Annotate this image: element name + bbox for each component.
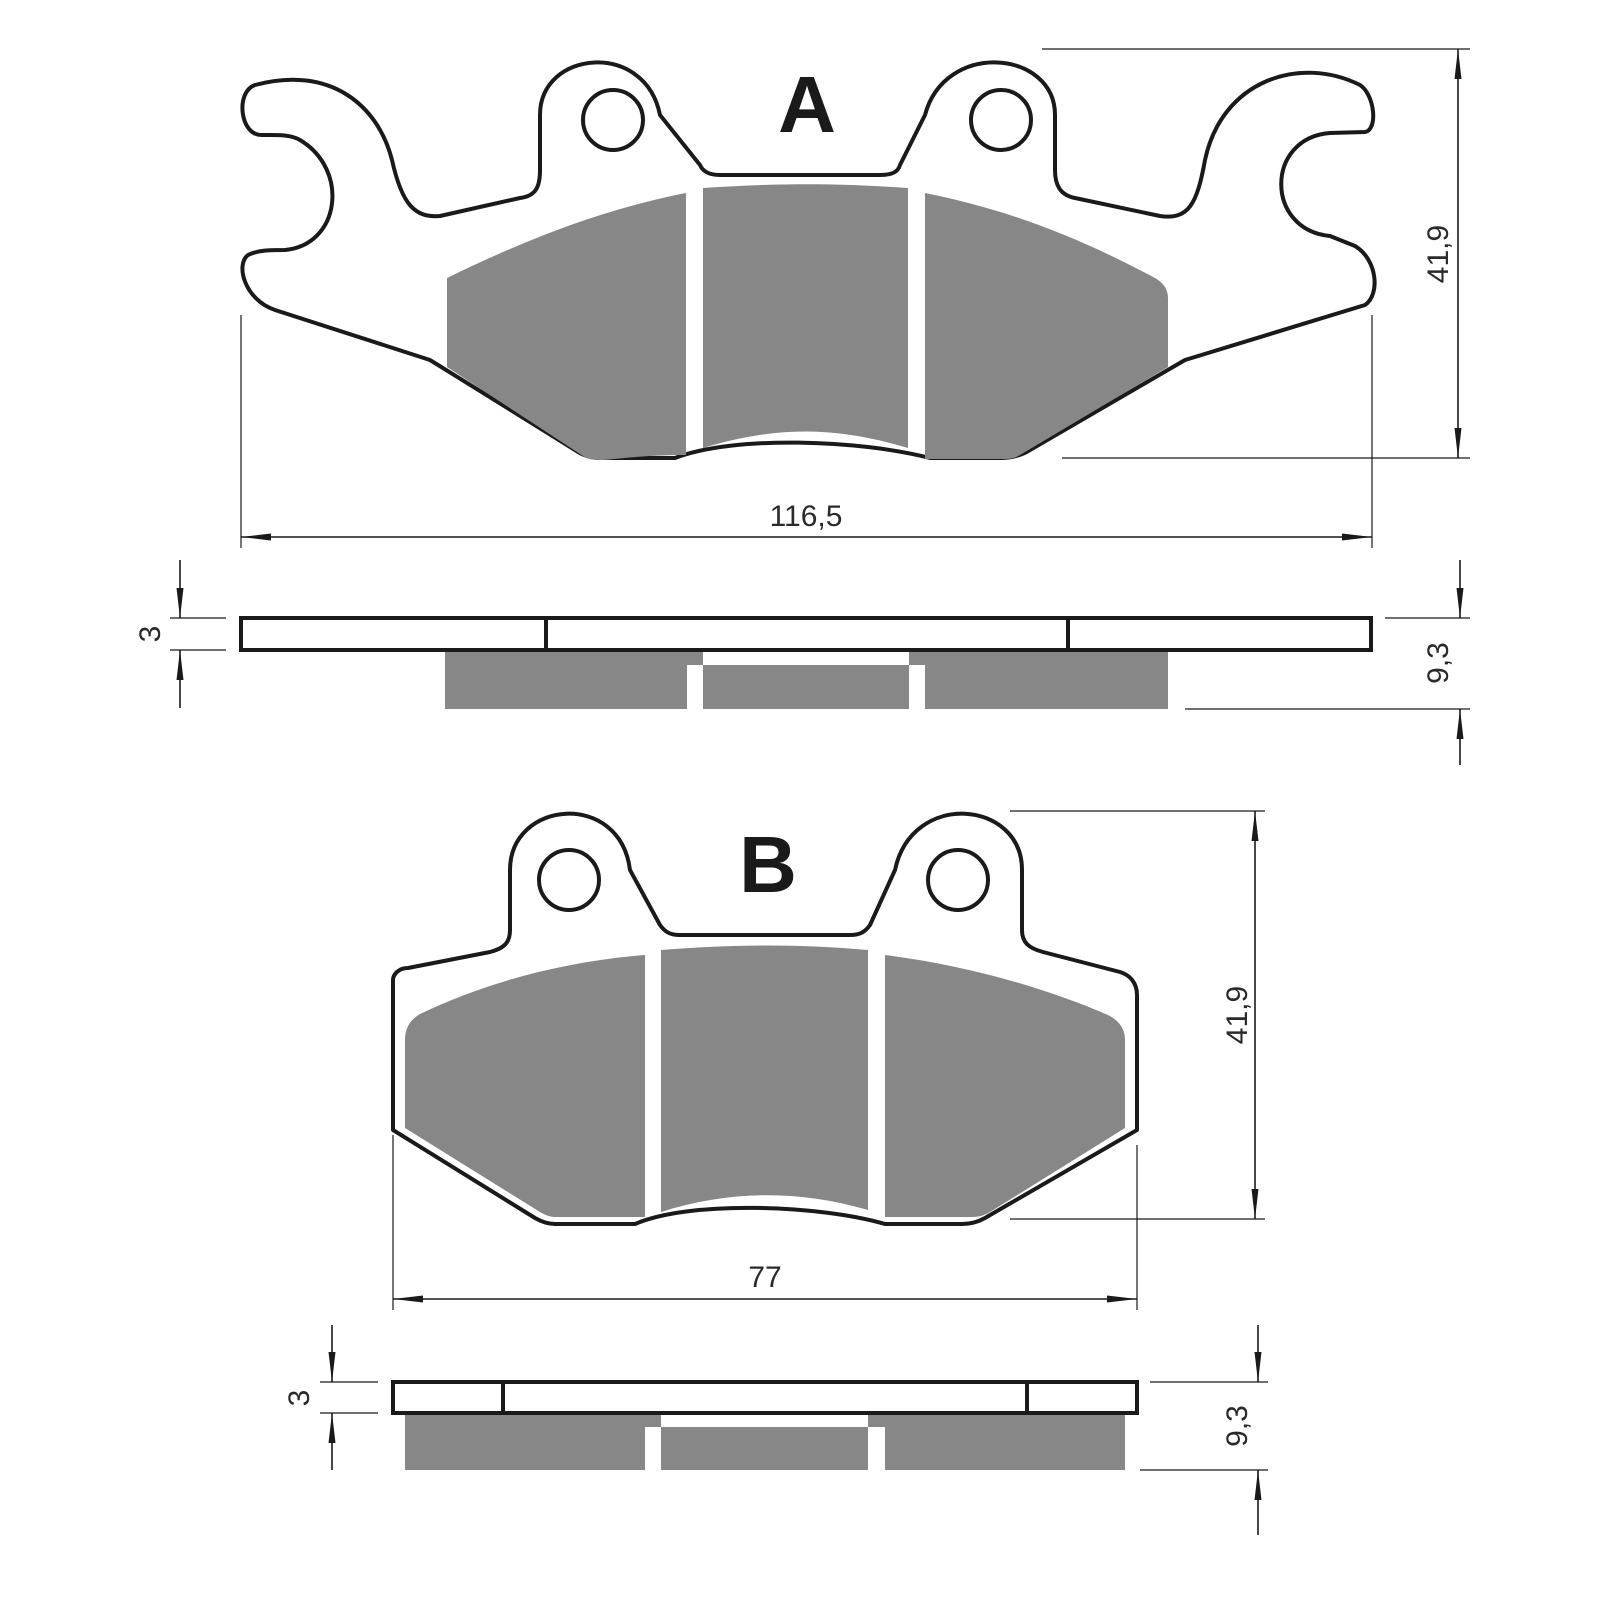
pad-b-height-value: 41,9 bbox=[1221, 986, 1254, 1044]
pad-a-friction-block-right bbox=[925, 193, 1168, 459]
pad-b-side-friction-1 bbox=[405, 1413, 645, 1470]
pad-b-total-thickness-value: 9,3 bbox=[1221, 1405, 1254, 1447]
pad-b-side-view bbox=[391, 1380, 1139, 1470]
pad-b-side-plate bbox=[391, 1380, 1139, 1415]
pad-b-total-thickness-dimension: 9,3 bbox=[1140, 1325, 1268, 1535]
pad-a-width-dimension: 116,5 bbox=[240, 315, 1373, 548]
pad-b-side-friction-3 bbox=[885, 1413, 1125, 1470]
pad-b-side-friction-bridge-2 bbox=[868, 1413, 885, 1427]
pad-a-height-dimension: 41,9 bbox=[1042, 48, 1470, 459]
pad-a-total-thickness-dimension: 9,3 bbox=[1185, 560, 1470, 765]
pad-b-plate-thickness-value: 3 bbox=[283, 1390, 316, 1407]
pad-a-side-friction-2 bbox=[703, 665, 909, 709]
pad-a-friction-block-left bbox=[447, 193, 686, 460]
pad-a-plate-thickness-value: 3 bbox=[134, 626, 167, 643]
pad-b-friction-block-left bbox=[405, 955, 645, 1217]
pad-a-total-thickness-value: 9,3 bbox=[1422, 642, 1455, 684]
pad-a-side-friction-bridge-2 bbox=[909, 650, 925, 665]
pad-b-plate-thickness-dimension: 3 bbox=[283, 1325, 378, 1470]
pad-a-friction-block-center bbox=[703, 184, 908, 448]
pad-a-front-view: A bbox=[240, 60, 1377, 460]
pad-b-mounting-hole-left bbox=[537, 848, 601, 912]
pad-b-front-view: B bbox=[391, 811, 1139, 1226]
pad-b-side-friction-bridge-1 bbox=[645, 1413, 661, 1427]
pad-b-friction-block-right bbox=[885, 955, 1125, 1217]
pad-b-side-friction-2 bbox=[661, 1427, 868, 1470]
pad-a-width-value: 116,5 bbox=[770, 500, 843, 533]
pad-a-side-view bbox=[239, 616, 1373, 709]
pad-b-width-value: 77 bbox=[748, 1261, 781, 1294]
pad-b-mounting-hole-right bbox=[926, 848, 990, 912]
pad-b-label: B bbox=[739, 820, 797, 909]
pad-b-height-dimension: 41,9 bbox=[1010, 810, 1265, 1220]
pad-a-side-friction-3 bbox=[925, 650, 1168, 709]
pad-a-mounting-hole-right bbox=[969, 88, 1033, 152]
pad-a-side-plate bbox=[239, 616, 1373, 652]
pad-b-width-dimension: 77 bbox=[392, 1135, 1138, 1310]
pad-a-side-friction-1 bbox=[445, 650, 687, 709]
pad-b-friction-block-center bbox=[661, 945, 868, 1212]
pad-a-height-value: 41,9 bbox=[1422, 225, 1455, 283]
pad-a-label: A bbox=[778, 60, 836, 149]
pad-a-side-friction-bridge-1 bbox=[687, 650, 703, 665]
pad-a-plate-thickness-dimension: 3 bbox=[134, 560, 226, 708]
pad-a-mounting-hole-left bbox=[581, 88, 645, 152]
